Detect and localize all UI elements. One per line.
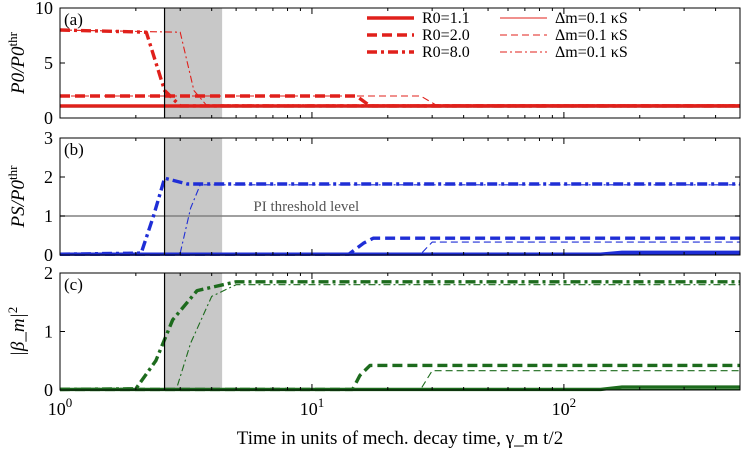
legend-label: Δm=0.1 κS <box>555 27 628 44</box>
shaded-region <box>164 273 223 390</box>
legend-label: Δm=0.1 κS <box>555 10 628 27</box>
threshold-annotation: PI threshold level <box>253 199 359 215</box>
y-tick-label: 2 <box>44 167 53 187</box>
x-tick-label: 100 <box>48 395 73 419</box>
legend-entry: R0=8.0 <box>367 44 470 61</box>
y-tick-label: 3 <box>44 128 53 148</box>
panel-tag: (a) <box>64 10 83 29</box>
series-line-thick-dashdot <box>59 28 740 108</box>
panel-c: 0 1 2 (c) |β_m|2 <box>5 263 741 400</box>
legend-label: Δm=0.1 κS <box>555 44 628 61</box>
series-line-thin-dashdot <box>59 29 740 106</box>
legend-entry: Δm=0.1 κS <box>500 44 628 61</box>
legend-entry: R0=1.1 <box>367 10 470 27</box>
y-axis-label: P0/P0thr <box>5 31 29 95</box>
y-tick-label: 0 <box>44 108 53 128</box>
y-tick-label: 0 <box>44 245 53 265</box>
y-tick-label: 5 <box>44 53 53 73</box>
panel-tag: (c) <box>64 275 83 294</box>
series-line-thick-dashdot <box>59 280 740 392</box>
panel-b: 0 1 2 3 (b) PS/P0thr PI threshold level <box>5 128 741 265</box>
legend-label: R0=1.1 <box>422 10 470 27</box>
shaded-region <box>164 8 223 118</box>
y-tick-label: 2 <box>44 263 53 283</box>
series-line-thin-dashed <box>60 370 740 390</box>
x-tick-label: 101 <box>300 395 325 419</box>
legend-label: R0=2.0 <box>422 27 470 44</box>
panel-frame <box>59 7 741 119</box>
panel-frame <box>59 272 741 391</box>
y-tick-label: 0 <box>44 380 53 400</box>
legend-label: R0=8.0 <box>422 44 470 61</box>
series-line-thin-dashdot <box>59 184 740 255</box>
panel-a: 0 5 10 (a) P0/P0thr <box>5 0 741 128</box>
y-axis-label: |β_m|2 <box>5 307 29 357</box>
y-tick-label: 1 <box>44 206 53 226</box>
y-tick-label: 1 <box>44 322 53 342</box>
y-tick-label: 10 <box>35 0 53 18</box>
shaded-region <box>164 138 223 255</box>
legend-entry: R0=2.0 <box>367 27 470 44</box>
legend-entry: Δm=0.1 κS <box>500 10 628 27</box>
series-line-thick-dashed <box>60 236 740 256</box>
series-line-thick-dashdot <box>59 176 740 256</box>
y-axis-label: PS/P0thr <box>5 165 29 229</box>
series-line-thin-dashed <box>60 241 740 255</box>
panel-frame <box>59 137 741 256</box>
legend-entry: Δm=0.1 κS <box>500 27 628 44</box>
series-line-thin-dashdot <box>59 284 740 390</box>
x-axis-label: Time in units of mech. decay time, γ_m t… <box>237 428 563 449</box>
series-line-thin-dashed <box>60 95 740 106</box>
panel-tag: (b) <box>64 140 84 159</box>
x-tick-label: 102 <box>552 395 577 419</box>
